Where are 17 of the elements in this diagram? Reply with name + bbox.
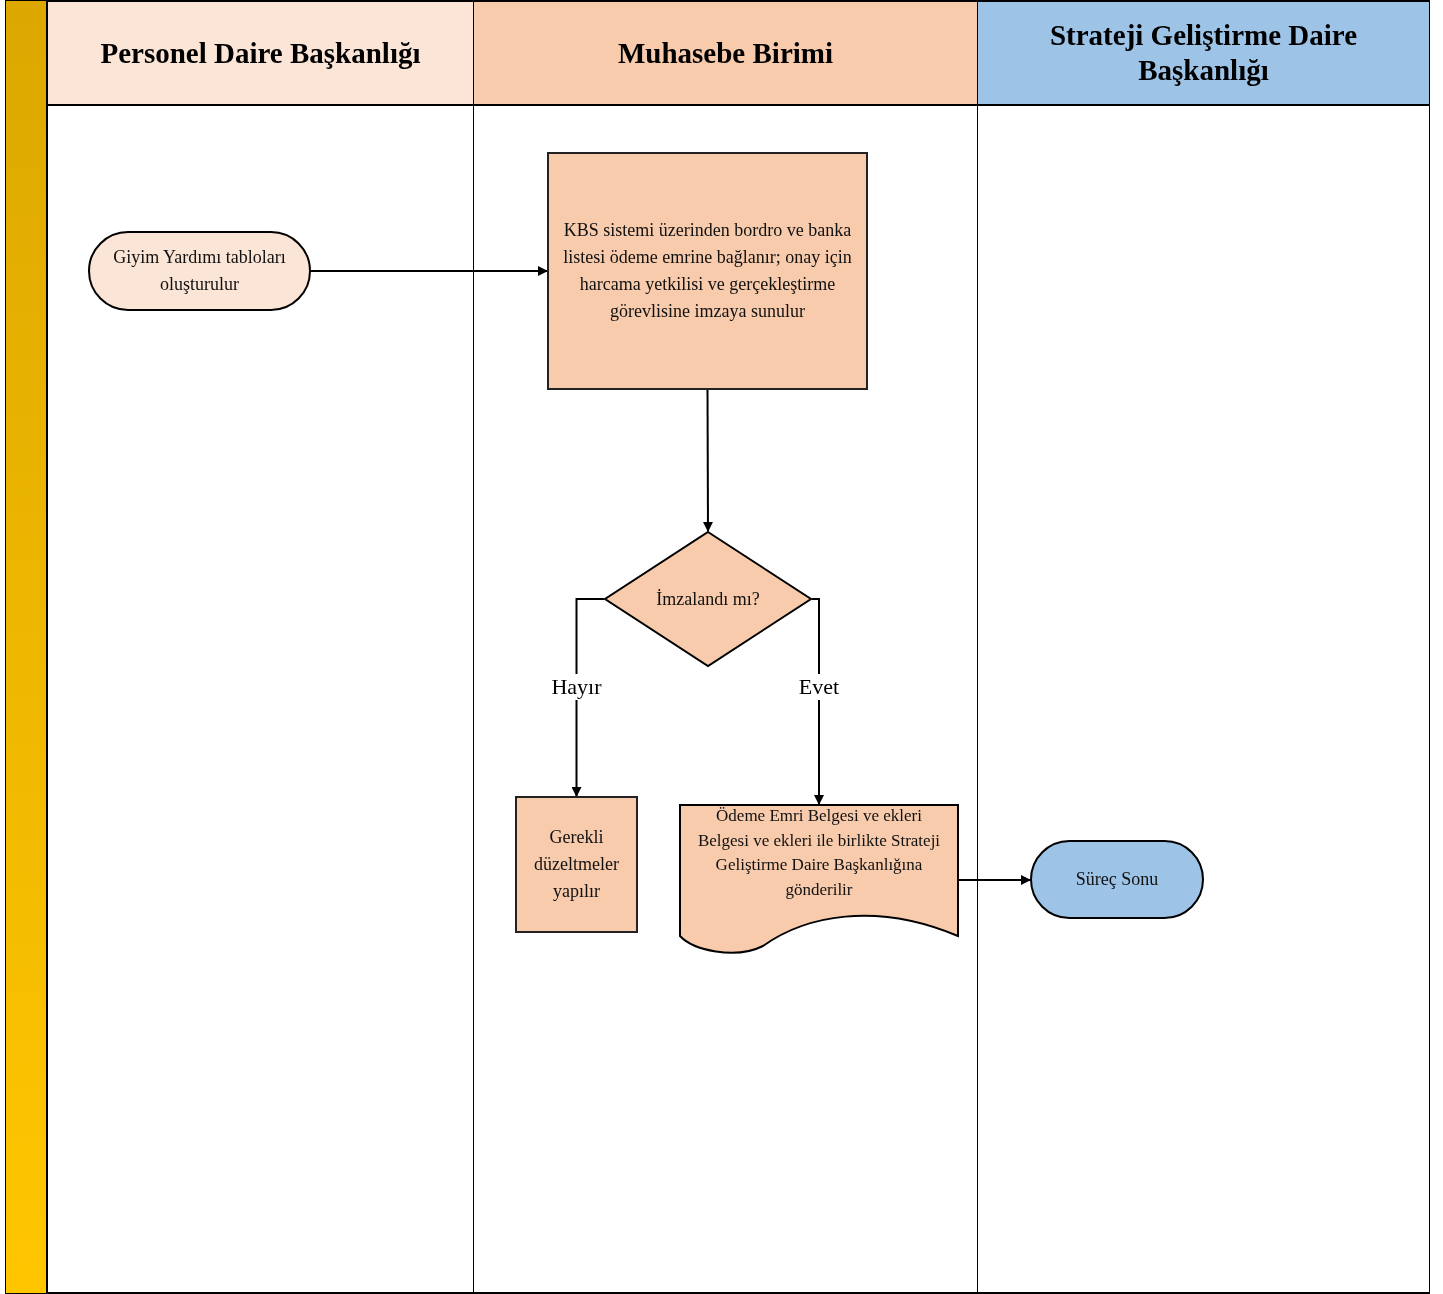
arrow <box>702 389 713 532</box>
edge-label: Hayır <box>549 674 604 700</box>
terminator: Giyim Yardımı tabloları oluşturulur <box>88 231 311 311</box>
edge-label: Evet <box>796 674 842 700</box>
process-box: Gerekli düzeltmeler yapılır <box>515 796 638 933</box>
process-box: KBS sistemi üzerinden bordro ve banka listesi ödeme emrine bağlanır; onay için harcama yetkilisi ve gerçekleştirme görevlisine imzaya sunulur <box>547 152 868 390</box>
terminator: Süreç Sonu <box>1030 840 1204 919</box>
lane-header: Muhasebe Birimi <box>474 2 977 106</box>
lane-header: Strateji Geliştirme Daire Başkanlığı <box>978 2 1429 106</box>
document-shape: Ödeme Emri Belgesi ve ekleri Belgesi ve ekleri ile birlikte Strateji Geliştirme Daire Başkanlığına gönderilir <box>679 804 959 956</box>
lane-header: Personel Daire Başkanlığı <box>48 2 473 106</box>
arrow <box>310 266 548 276</box>
arrow <box>571 598 605 797</box>
side-bar <box>5 0 47 1294</box>
decision-diamond: İmzalandı mı? <box>604 531 812 667</box>
arrow <box>958 875 1031 885</box>
arrow <box>811 598 824 805</box>
